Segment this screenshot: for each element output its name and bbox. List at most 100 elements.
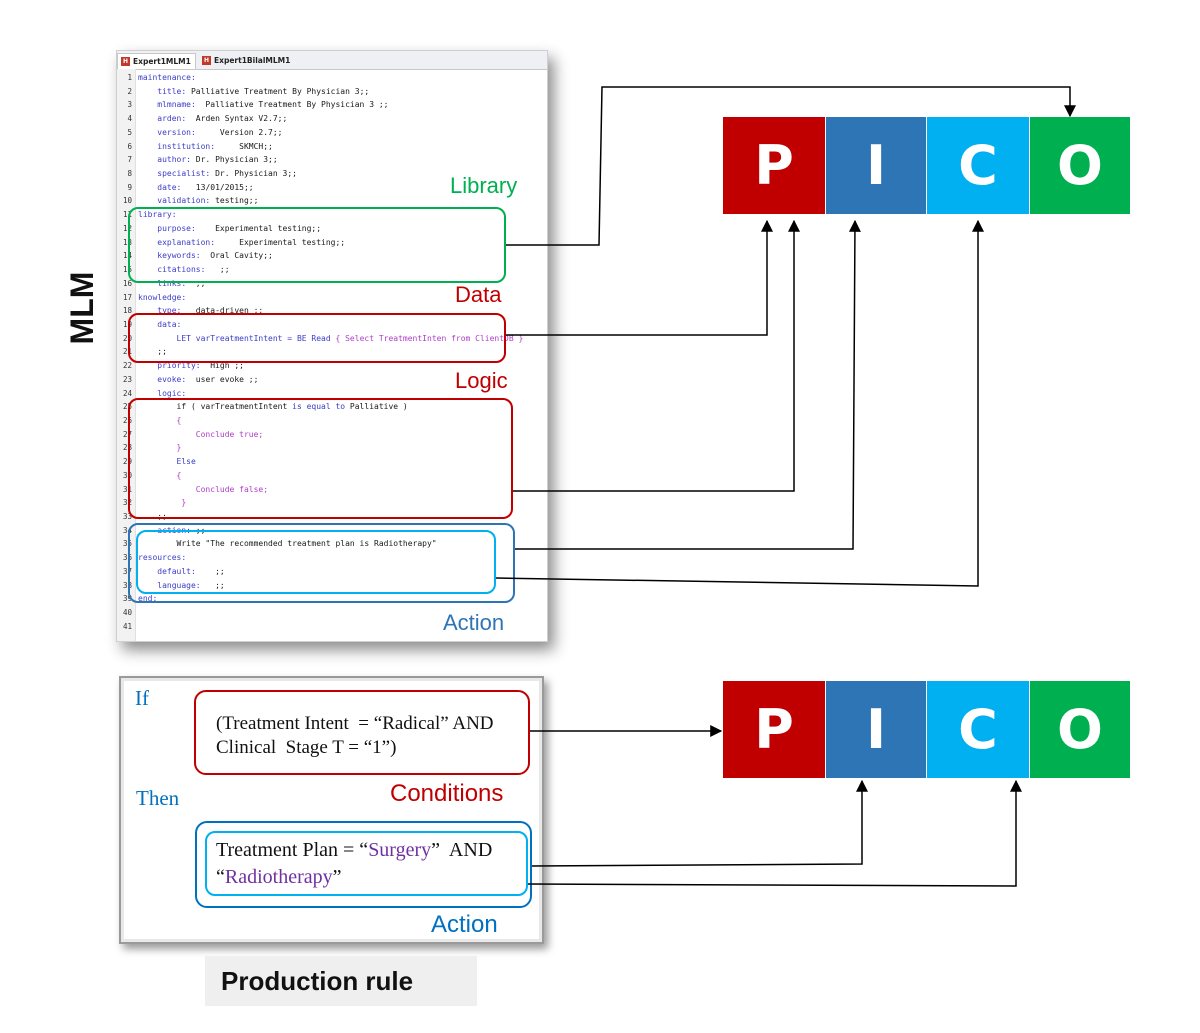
- code-text: evoke: user evoke ;;: [138, 373, 258, 387]
- pico-c-bottom: C: [927, 681, 1029, 778]
- code-token: {: [138, 416, 182, 425]
- line-number: 40: [122, 608, 132, 618]
- production-rule-panel: [119, 676, 544, 944]
- code-token: High ;;: [200, 361, 244, 371]
- line-number: 2: [127, 86, 132, 96]
- pico-i-bottom: I: [826, 681, 926, 778]
- code-text: default: ;;: [138, 565, 224, 579]
- library-label: Library: [450, 173, 518, 198]
- code-line: 4 arden: Arden Syntax V2.7;;: [117, 112, 547, 126]
- code-line: 13 explanation: Experimental testing;;: [117, 236, 547, 250]
- code-line: 29 Else: [117, 455, 547, 469]
- logic-region-box: [128, 398, 513, 519]
- code-line: 24 logic:: [117, 387, 547, 401]
- code-token: title:: [138, 86, 187, 96]
- action-prefix: Treatment Plan = “: [216, 839, 369, 861]
- code-token: validation:: [138, 196, 211, 206]
- code-line: 27 Conclude true;: [117, 428, 547, 442]
- code-token: explanation:: [138, 237, 216, 247]
- code-text: LET varTreatmentIntent = BE Read { Selec…: [138, 332, 524, 346]
- code-token: Write "The recommended treatment plan is…: [138, 539, 437, 549]
- code-text: type: data-driven ;;: [138, 304, 263, 318]
- code-line: 21 ;;: [117, 345, 547, 359]
- action-line-2: “Radiotherapy”: [216, 866, 342, 889]
- code-token: version:: [138, 127, 196, 137]
- line-number: 4: [127, 114, 132, 124]
- code-token: Palliative Treatment By Physician 3 ;;: [195, 100, 389, 110]
- code-text: {: [138, 414, 182, 428]
- code-token: Palliative ): [345, 402, 408, 412]
- data-region-box: [128, 313, 506, 363]
- line-number: 34: [122, 525, 132, 535]
- code-token: }: [138, 443, 182, 453]
- code-line: 40: [117, 606, 547, 620]
- tab-expert1mlm1[interactable]: H Expert1MLM1: [117, 53, 196, 69]
- code-token: end:: [138, 594, 158, 604]
- line-number: 1: [127, 73, 132, 82]
- conditions-box: [194, 690, 530, 775]
- code-line: 37 default: ;;: [117, 565, 547, 579]
- code-token: ;;: [186, 278, 206, 288]
- code-token: type:: [138, 306, 182, 316]
- code-token: data-driven ;;: [181, 306, 264, 316]
- code-text: logic:: [138, 387, 186, 401]
- line-number: 7: [127, 155, 132, 165]
- arrow-action-to-c: [495, 219, 984, 587]
- code-line: 8 specialist: Dr. Physician 3;;: [117, 167, 547, 181]
- line-number: 39: [122, 594, 132, 604]
- line-number: 29: [122, 457, 132, 467]
- tab-label: Expert1BilalMLM1: [214, 56, 291, 65]
- code-line: 25 if ( varTreatmentIntent is equal to P…: [117, 400, 547, 414]
- mlm-file-icon: H: [121, 57, 130, 66]
- line-number: 13: [122, 237, 132, 247]
- code-token: evoke:: [138, 374, 187, 384]
- code-token: Dr. Physician 3;;: [210, 169, 297, 179]
- line-number: 31: [122, 484, 132, 494]
- code-line: 6 institution: SKMCH;;: [117, 140, 547, 154]
- code-line: 14 keywords: Oral Cavity;;: [117, 249, 547, 263]
- code-token: Palliative Treatment By Physician 3;;: [186, 86, 370, 96]
- code-line: 3 mlmname: Palliative Treatment By Physi…: [117, 98, 547, 112]
- code-text: ;;: [138, 510, 167, 524]
- tab-expert1bilalmlm1[interactable]: H Expert1BilalMLM1: [199, 53, 294, 68]
- code-text: }: [138, 496, 186, 510]
- code-line: 33 ;;: [117, 510, 547, 524]
- code-text: Write "The recommended treatment plan is…: [138, 537, 437, 551]
- code-token: knowledge:: [138, 292, 187, 302]
- code-text: version: Version 2.7;;: [138, 126, 282, 140]
- action-radiotherapy: Radiotherapy: [224, 866, 333, 888]
- mlm-file-icon: H: [202, 56, 211, 65]
- line-number: 30: [122, 470, 132, 480]
- action-open-quote: “: [216, 866, 225, 888]
- code-line: 18 type: data-driven ;;: [117, 304, 547, 318]
- arrow-rule-action-to-c: [527, 779, 1022, 887]
- code-token: }: [138, 498, 187, 508]
- code-token: {: [138, 470, 182, 480]
- code-text: validation: testing;;: [138, 194, 258, 208]
- code-line: 22 priority: High ;;: [117, 359, 547, 373]
- code-token: language:: [138, 580, 201, 590]
- action-close-quote: ”: [332, 866, 342, 888]
- code-text: ;;: [138, 345, 167, 359]
- code-token: library:: [138, 210, 177, 220]
- code-token: links:: [138, 278, 187, 288]
- tab-label: Expert1MLM1: [133, 57, 191, 66]
- code-line: 35 Write "The recommended treatment plan…: [117, 537, 547, 551]
- code-token: data:: [138, 319, 182, 329]
- code-text: author: Dr. Physician 3;;: [138, 153, 277, 167]
- code-token: if ( varTreatmentIntent: [138, 402, 293, 412]
- code-text: }: [138, 441, 182, 455]
- action-mid: ” AND: [431, 839, 493, 861]
- code-token: ;;: [205, 265, 230, 275]
- data-label: Data: [455, 282, 502, 307]
- code-text: resources:: [138, 551, 186, 565]
- line-number: 41: [122, 621, 132, 631]
- code-text: Else: [138, 455, 196, 469]
- pico-i-top: I: [826, 117, 926, 214]
- code-text: Conclude true;: [138, 428, 263, 442]
- line-number: 5: [127, 127, 132, 137]
- action-surgery: Surgery: [368, 839, 432, 861]
